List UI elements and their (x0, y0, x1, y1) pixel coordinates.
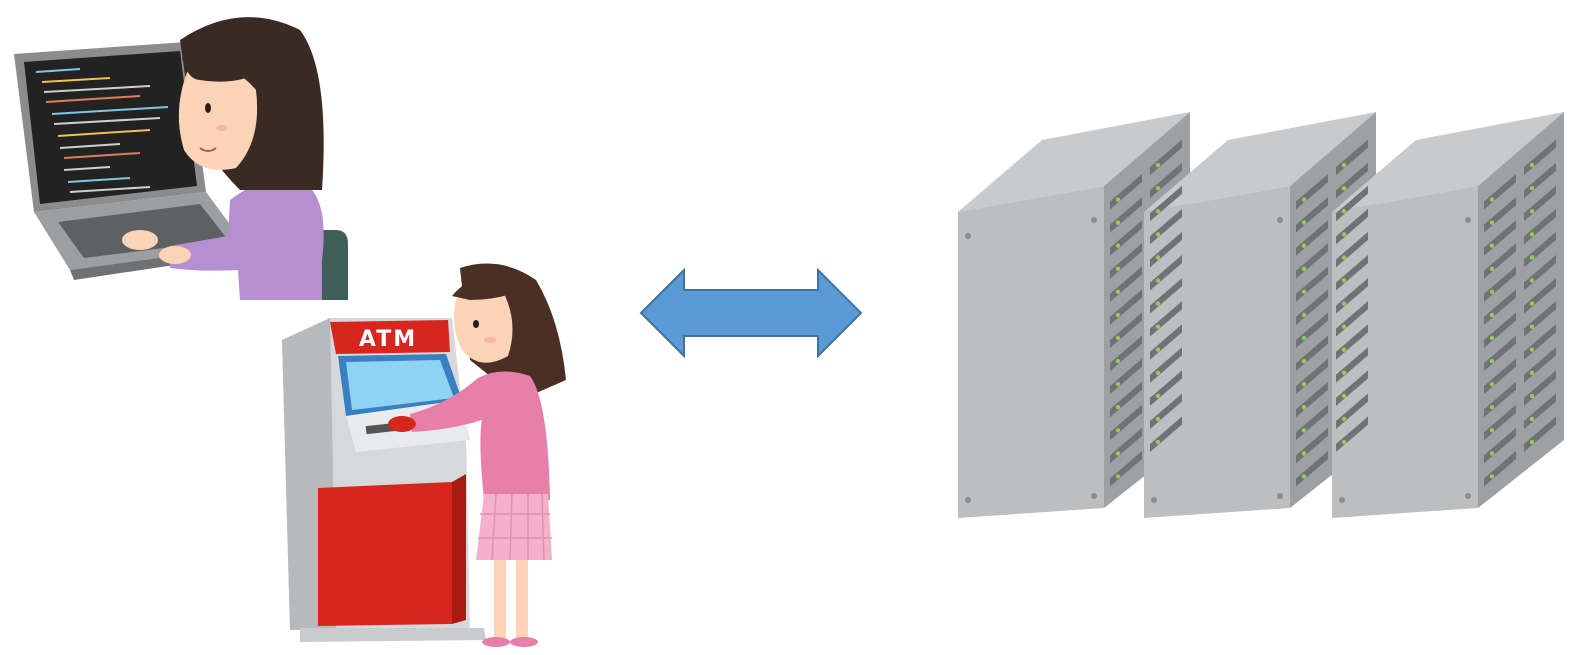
status-led (1115, 358, 1121, 364)
status-led (1341, 162, 1347, 168)
laptop (14, 42, 248, 280)
status-led (1155, 370, 1161, 376)
status-led (1489, 312, 1495, 318)
status-led (1155, 301, 1161, 306)
status-led (1301, 451, 1307, 456)
status-led (1489, 474, 1495, 479)
status-led (1529, 185, 1535, 191)
status-led (1115, 312, 1121, 318)
status-led (1489, 451, 1495, 456)
status-led (1529, 393, 1535, 399)
code-lines (35, 68, 169, 193)
status-led (1341, 255, 1347, 260)
status-led (1155, 185, 1161, 191)
status-led (1489, 197, 1495, 202)
programmer-laptop-illustration (14, 17, 348, 300)
status-led (1341, 347, 1347, 352)
status-led (1155, 232, 1161, 237)
status-led (1489, 220, 1495, 225)
status-led (1301, 243, 1307, 248)
status-led (1115, 381, 1121, 387)
status-led (1489, 381, 1495, 387)
status-led (1341, 232, 1347, 237)
status-led (1301, 405, 1307, 410)
status-led (1341, 185, 1347, 191)
status-led (1529, 370, 1535, 376)
atm-cabinet (318, 482, 452, 626)
status-led (1489, 266, 1495, 271)
server-unit (1332, 112, 1564, 518)
status-led (1341, 370, 1347, 376)
status-led (1115, 197, 1121, 202)
programmer-face (178, 66, 258, 170)
customer (388, 263, 566, 647)
status-led (1301, 381, 1307, 387)
status-led (1155, 162, 1161, 168)
programmer-sweater (170, 177, 324, 300)
status-led (1489, 335, 1495, 341)
status-led (1529, 278, 1535, 283)
status-led (1489, 405, 1495, 410)
status-led (1489, 243, 1495, 248)
status-led (1301, 358, 1307, 364)
status-led (1115, 451, 1121, 456)
status-led (1301, 197, 1307, 202)
status-led (1529, 347, 1535, 352)
atm-sign-text: ATM (359, 327, 417, 352)
atm-customer-illustration: ATM (282, 263, 566, 647)
status-led (1155, 393, 1161, 399)
status-led (1529, 255, 1535, 260)
status-led (1301, 335, 1307, 341)
status-led (1115, 289, 1121, 295)
status-led (1155, 416, 1161, 422)
status-led (1301, 220, 1307, 225)
status-led (1341, 301, 1347, 306)
customer-face (454, 283, 513, 363)
status-led (1529, 439, 1535, 445)
status-led (1301, 266, 1307, 271)
status-led (1341, 278, 1347, 283)
server-drive-slots (1110, 139, 1556, 487)
status-led (1301, 474, 1307, 479)
status-led (1529, 416, 1535, 422)
status-led (1529, 162, 1535, 168)
status-led (1155, 209, 1161, 214)
status-led (1155, 278, 1161, 283)
status-led (1115, 405, 1121, 410)
status-led (1529, 324, 1535, 329)
status-led (1155, 347, 1161, 352)
status-led (1529, 209, 1535, 214)
status-led (1155, 439, 1161, 445)
status-led (1341, 209, 1347, 214)
status-led (1341, 393, 1347, 399)
customer-skirt (476, 494, 552, 560)
status-led (1489, 289, 1495, 295)
status-led (1489, 428, 1495, 433)
status-led (1301, 312, 1307, 318)
status-led (1489, 358, 1495, 364)
status-led (1115, 266, 1121, 271)
status-led (1341, 324, 1347, 329)
status-led (1155, 324, 1161, 329)
atm-machine: ATM (282, 318, 486, 642)
status-led (1155, 255, 1161, 260)
status-led (1301, 289, 1307, 295)
status-led (1341, 416, 1347, 422)
bidirectional-arrow-icon (639, 267, 863, 359)
status-led (1115, 335, 1121, 341)
status-led (1301, 428, 1307, 433)
customer-sweater (410, 371, 550, 500)
status-led (1115, 428, 1121, 433)
status-led (1529, 301, 1535, 306)
status-led (1115, 474, 1121, 479)
status-led (1115, 243, 1121, 248)
status-led (1341, 439, 1347, 445)
status-led (1529, 232, 1535, 237)
status-led (1115, 220, 1121, 225)
atm-sign (330, 320, 450, 354)
